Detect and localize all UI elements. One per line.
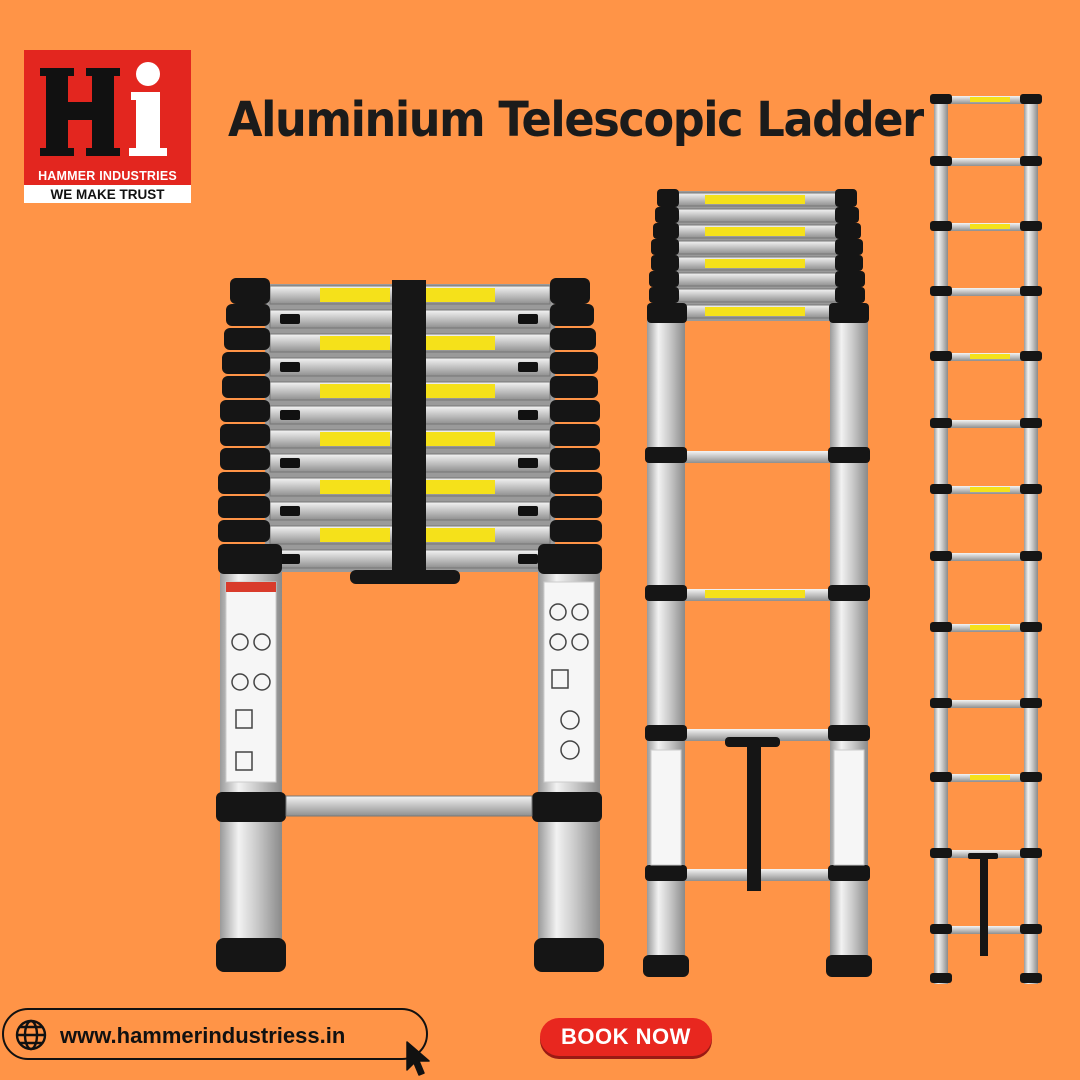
website-url: www.hammerindustriess.in: [60, 1023, 346, 1048]
ladder-partially-extended-image: [643, 189, 872, 977]
brand-tagline: WE MAKE TRUST: [24, 186, 191, 203]
brand-name: HAMMER INDUSTRIES: [24, 167, 191, 185]
page-title: Aluminium Telescopic Ladder: [228, 92, 924, 148]
website-link[interactable]: www.hammerindustriess.in: [2, 1008, 428, 1060]
ladder-collapsed-front-image: [216, 278, 604, 972]
brand-logo: HAMMER INDUSTRIES WE MAKE TRUST: [24, 50, 191, 203]
globe-icon: [15, 1019, 47, 1051]
book-now-button[interactable]: BOOK NOW: [540, 1018, 712, 1056]
cursor-icon: [406, 1041, 430, 1076]
ladder-fully-extended-image: [930, 94, 1042, 984]
logo-mark: [24, 50, 191, 167]
